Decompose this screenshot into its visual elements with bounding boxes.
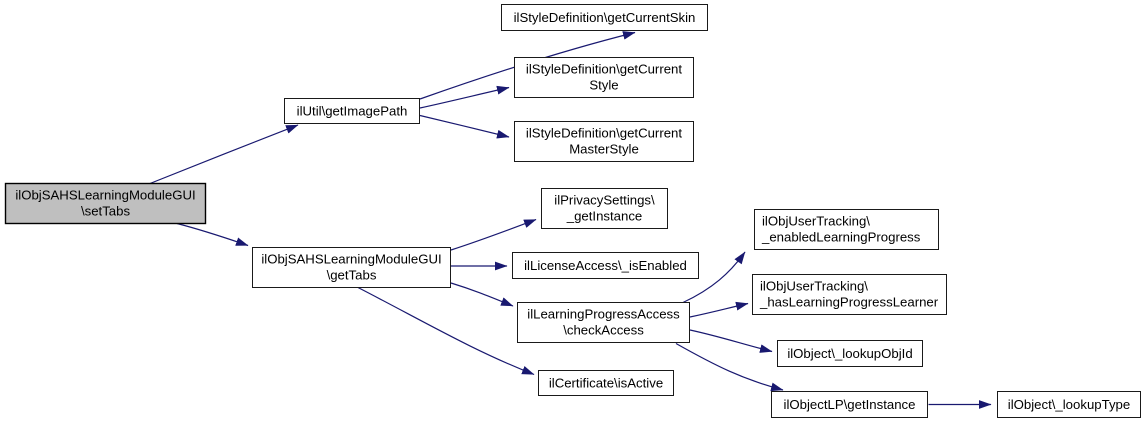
node-getcurrentskin[interactable]: ilStyleDefinition\getCurrentSkin [501, 4, 708, 31]
node-objectlpgetinstance-line1: ilObjectLP\getInstance [784, 397, 916, 412]
node-gettabs-box[interactable] [252, 247, 451, 288]
edge-group [149, 31, 992, 409]
node-getcurrentskin-box[interactable] [501, 4, 708, 31]
node-lookupobjid-line1: ilObject\_lookupObjId [787, 346, 912, 361]
edge-settabs-getimagepath [149, 124, 299, 185]
node-getcurrentstyle-line2: Style [589, 78, 618, 93]
edge-gettabs-certificateisactive [357, 286, 535, 376]
node-gettabs[interactable]: ilObjSAHSLearningModuleGUI \getTabs [252, 247, 451, 288]
node-privacygetinstance-line2: _getInstance [566, 209, 643, 224]
node-getcurrentmasterstyle-line1: ilStyleDefinition\getCurrent [526, 126, 682, 141]
node-licenseisenabled-line1: ilLicenseAccess\_isEnabled [524, 258, 687, 273]
node-licenseisenabled-box[interactable] [512, 252, 699, 279]
node-haslearningprogresslearner-line2: _hasLearningProgressLearner [759, 295, 939, 310]
node-lookupobjid[interactable]: ilObject\_lookupObjId [777, 340, 923, 367]
node-getcurrentmasterstyle[interactable]: ilStyleDefinition\getCurrent MasterStyle [514, 121, 694, 162]
node-privacygetinstance-line1: ilPrivacySettings\ [554, 193, 655, 208]
edge-checkaccess-objectlpgetinstance [675, 342, 784, 392]
node-getimagepath-box[interactable] [284, 98, 420, 124]
node-certificateisactive-box[interactable] [538, 370, 674, 396]
node-enabledlearningprogress[interactable]: ilObjUserTracking\ _enabledLearningProgr… [754, 209, 939, 250]
node-objectlpgetinstance[interactable]: ilObjectLP\getInstance [771, 391, 928, 418]
node-objectlpgetinstance-box[interactable] [771, 391, 928, 418]
edge-getimagepath-getcurrentstyle [419, 85, 510, 109]
node-gettabs-line2: \getTabs [327, 268, 377, 283]
node-getcurrentstyle-line1: ilStyleDefinition\getCurrent [526, 62, 682, 77]
node-getimagepath-line1: ilUtil\getImagePath [297, 104, 408, 119]
node-gettabs-line1: ilObjSAHSLearningModuleGUI [261, 252, 441, 267]
node-licenseisenabled[interactable]: ilLicenseAccess\_isEnabled [512, 252, 699, 279]
node-checkaccess-line2: \checkAccess [563, 323, 644, 338]
node-enabledlearningprogress-line1: ilObjUserTracking\ [762, 214, 870, 229]
node-settabs-line2: \setTabs [81, 204, 131, 219]
node-checkaccess-line1: ilLearningProgressAccess [527, 307, 680, 322]
node-enabledlearningprogress-line2: _enabledLearningProgress [761, 230, 921, 245]
edge-settabs-gettabs [176, 222, 249, 247]
node-privacygetinstance[interactable]: ilPrivacySettings\ _getInstance [541, 188, 668, 229]
node-getimagepath[interactable]: ilUtil\getImagePath [284, 98, 420, 124]
node-privacygetinstance-box[interactable] [541, 188, 668, 229]
node-settabs: ilObjSAHSLearningModuleGUI \setTabs [4, 182, 207, 225]
edge-checkaccess-enabledlearningprogress [682, 251, 746, 304]
node-lookuptype[interactable]: ilObject\_lookupType [997, 391, 1141, 418]
node-settabs-line1: ilObjSAHSLearningModuleGUI [15, 188, 195, 203]
node-getcurrentmasterstyle-box[interactable] [514, 121, 694, 162]
node-getcurrentstyle[interactable]: ilStyleDefinition\getCurrent Style [514, 57, 694, 98]
node-haslearningprogresslearner[interactable]: ilObjUserTracking\ _hasLearningProgressL… [752, 274, 947, 315]
edge-getimagepath-getcurrentmasterstyle [419, 114, 510, 139]
node-haslearningprogresslearner-line1: ilObjUserTracking\ [760, 279, 868, 294]
node-checkaccess[interactable]: ilLearningProgressAccess \checkAccess [517, 302, 690, 343]
node-settabs-box [4, 182, 207, 225]
node-haslearningprogresslearner-box[interactable] [752, 274, 947, 315]
node-getcurrentskin-line1: ilStyleDefinition\getCurrentSkin [514, 10, 696, 25]
node-checkaccess-box[interactable] [517, 302, 690, 343]
node-lookuptype-box[interactable] [997, 391, 1141, 418]
node-getcurrentmasterstyle-line2: MasterStyle [569, 142, 639, 157]
node-getcurrentstyle-box[interactable] [514, 57, 694, 98]
node-enabledlearningprogress-box[interactable] [754, 209, 939, 250]
edge-gettabs-privacygetinstance [450, 218, 537, 251]
edge-checkaccess-haslearningprogresslearner [689, 301, 749, 318]
node-lookuptype-line1: ilObject\_lookupType [1008, 397, 1130, 412]
node-certificateisactive[interactable]: ilCertificate\isActive [538, 370, 674, 396]
edge-checkaccess-lookupobjid [689, 329, 773, 353]
node-certificateisactive-line1: ilCertificate\isActive [549, 376, 663, 391]
edge-gettabs-checkaccess [450, 282, 514, 307]
node-lookupobjid-box[interactable] [777, 340, 923, 367]
